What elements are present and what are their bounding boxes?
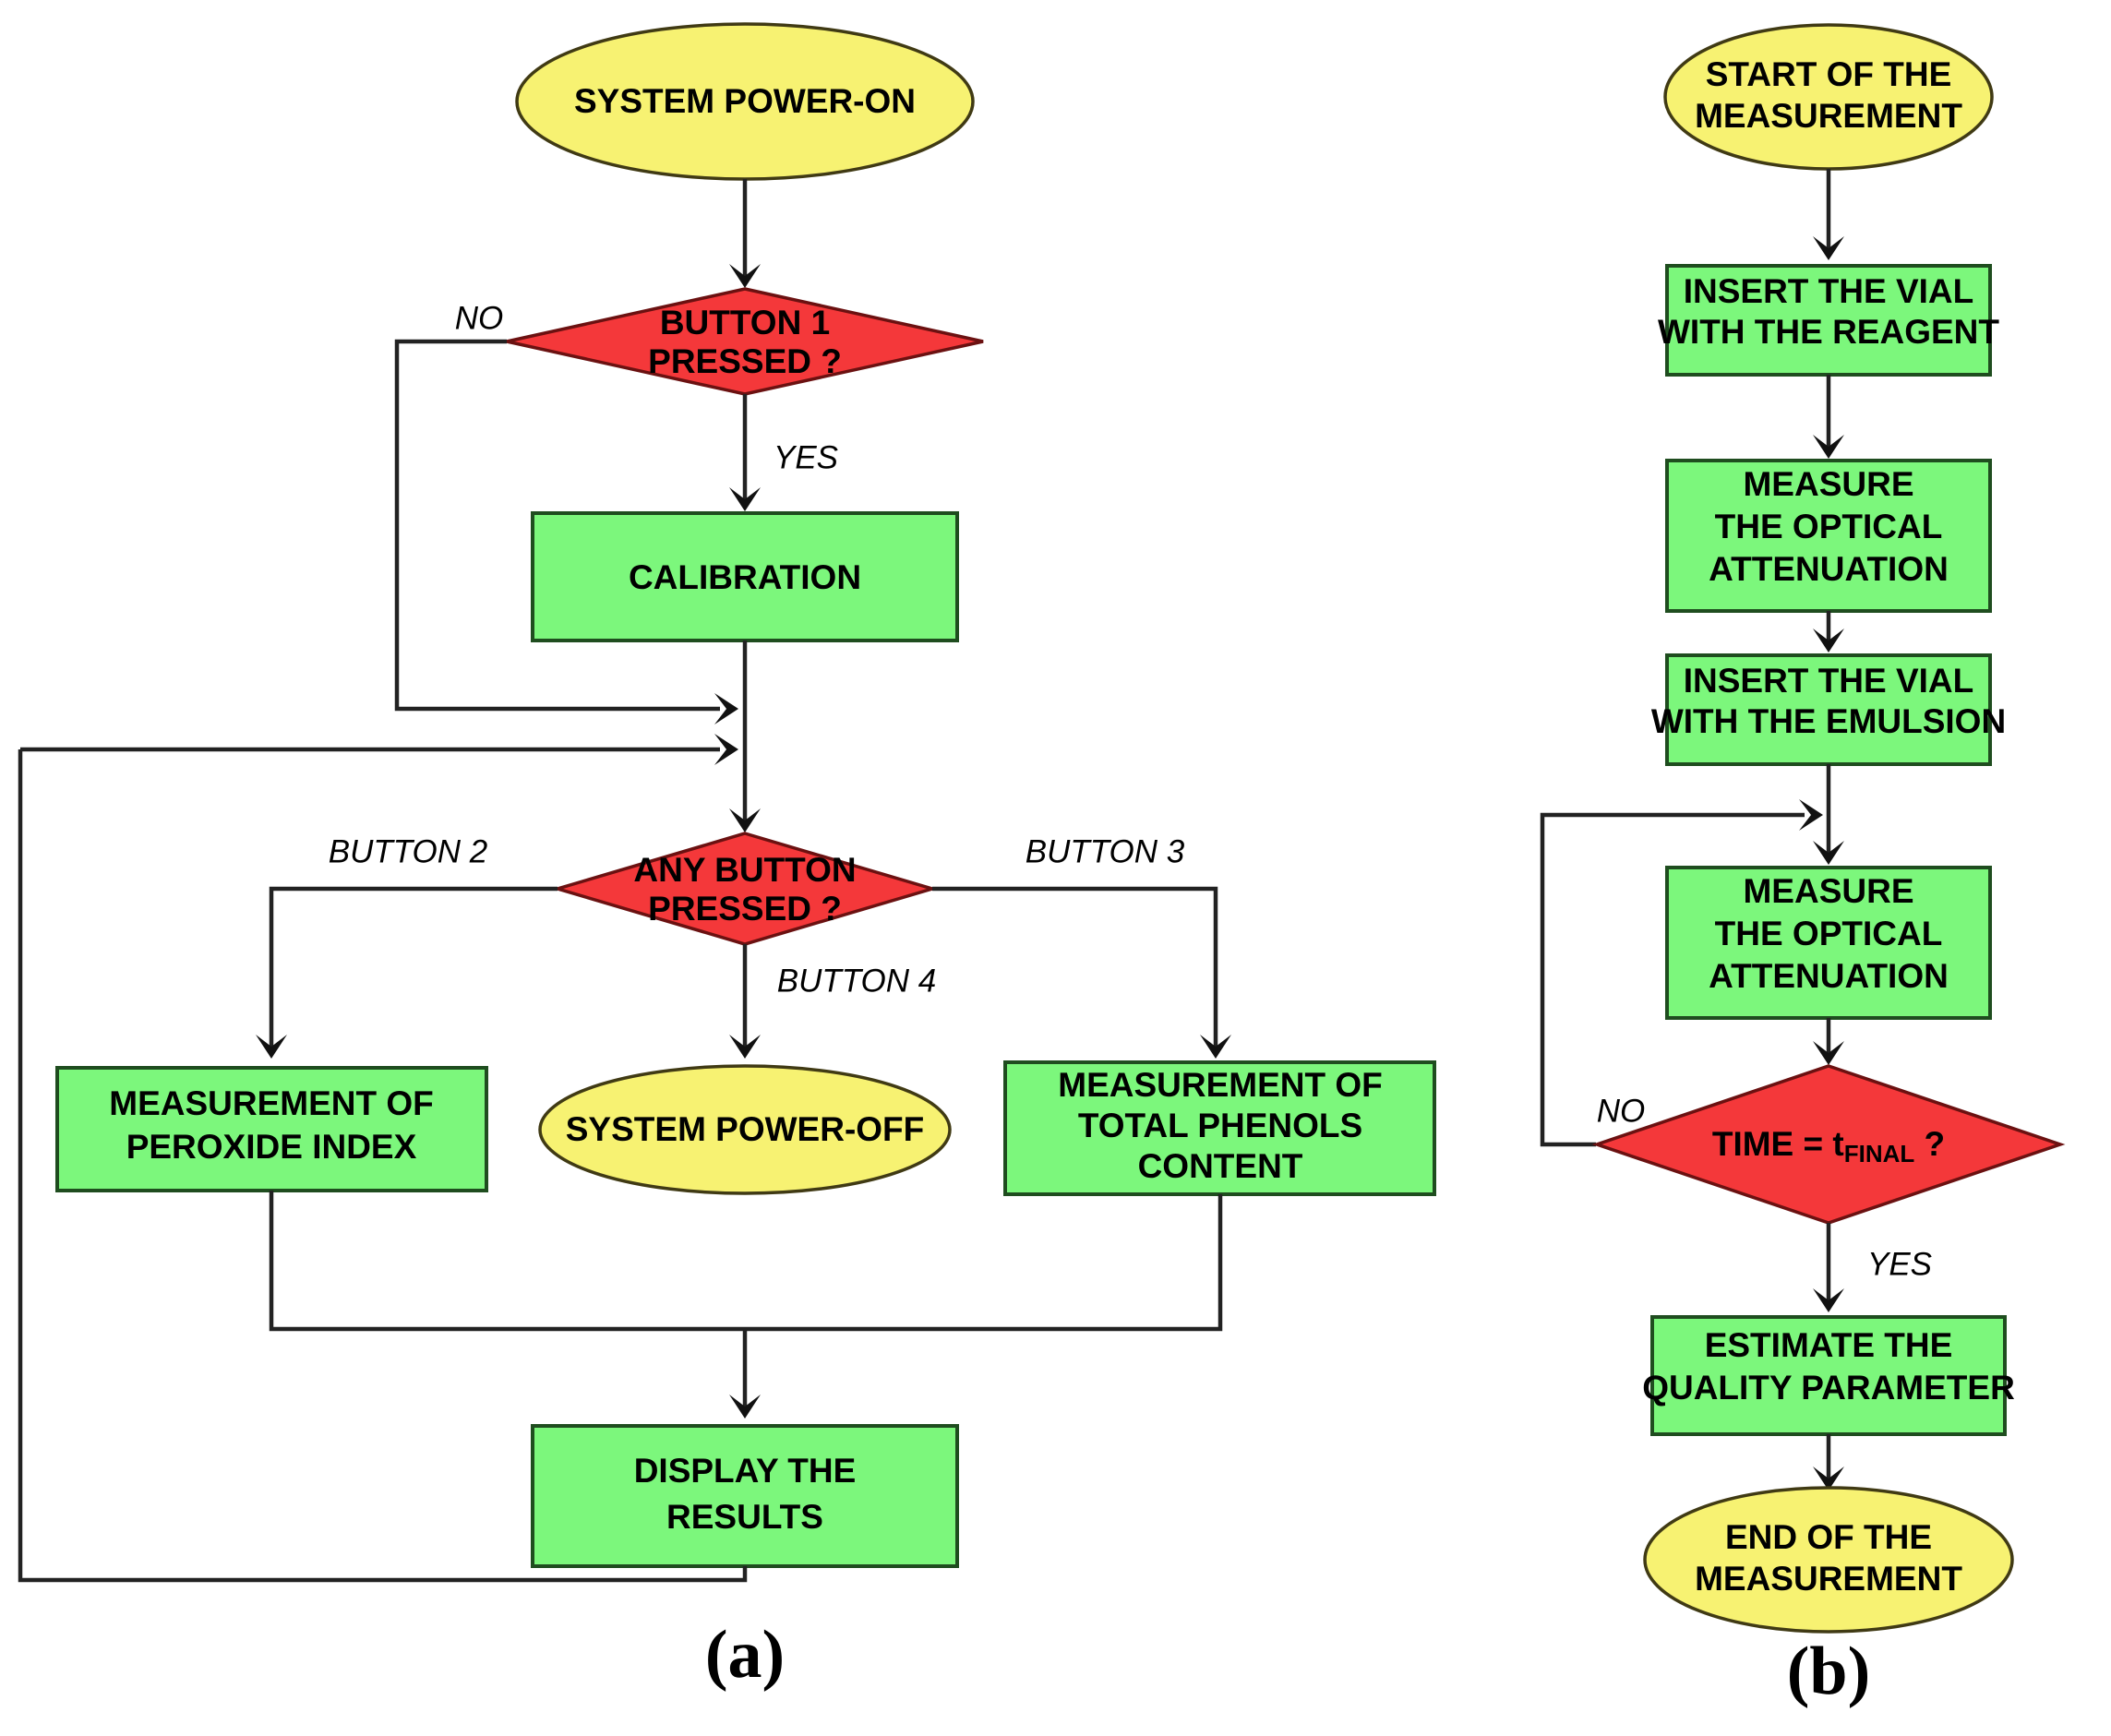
edge-display-return <box>18 749 748 1583</box>
panel-label-a: (a) <box>705 1617 785 1693</box>
node-measure1-line2: THE OPTICAL <box>1715 508 1943 545</box>
node-system-power-off: SYSTEM POWER-OFF <box>538 1064 952 1195</box>
node-display-line1: DISPLAY THE <box>634 1452 857 1490</box>
node-measure2-line2: THE OPTICAL <box>1715 915 1943 952</box>
node-end-line1: END OF THE <box>1725 1518 1932 1556</box>
node-any-button-line1: ANY BUTTON <box>633 851 856 889</box>
node-display-results: DISPLAY THE RESULTS <box>531 1424 959 1568</box>
node-insert-vial-emulsion: INSERT THE VIAL WITH THE EMULSION <box>1651 653 2006 766</box>
node-display-line2: RESULTS <box>666 1498 823 1536</box>
node-measure-attenuation-1: MEASURE THE OPTICAL ATTENUATION <box>1665 459 1992 613</box>
node-end-line2: MEASUREMENT <box>1695 1560 1962 1598</box>
edge-label-button4: BUTTON 4 <box>777 963 936 999</box>
edge-time-no-loop <box>1540 812 1805 1147</box>
node-measure1-line1: MEASURE <box>1743 465 1913 503</box>
node-system-power-off-label: SYSTEM POWER-OFF <box>566 1110 925 1148</box>
node-phenols-measurement: MEASUREMENT OF TOTAL PHENOLS CONTENT <box>1003 1060 1436 1196</box>
edge-label-button2: BUTTON 2 <box>329 833 487 869</box>
node-measure1-line3: ATTENUATION <box>1709 550 1949 588</box>
node-calibration-label: CALIBRATION <box>629 558 861 596</box>
node-phenols-line1: MEASUREMENT OF <box>1058 1066 1383 1104</box>
edge-button3 <box>932 886 1218 1052</box>
node-any-button-decision: ANY BUTTON PRESSED ? <box>551 832 939 946</box>
node-time-final-decision: TIME = tFINAL ? <box>1591 1064 2066 1225</box>
node-peroxide-measurement: MEASUREMENT OF PEROXIDE INDEX <box>55 1066 488 1192</box>
node-start-line2: MEASUREMENT <box>1695 97 1962 135</box>
node-measure2-line1: MEASURE <box>1743 872 1913 910</box>
node-any-button-line2: PRESSED ? <box>648 890 842 928</box>
node-measure-attenuation-2: MEASURE THE OPTICAL ATTENUATION <box>1665 866 1992 1020</box>
node-insert-reagent-line1: INSERT THE VIAL <box>1684 272 1974 310</box>
node-estimate-line1: ESTIMATE THE <box>1705 1326 1953 1364</box>
node-time-final-label: TIME = tFINAL ? <box>1712 1125 1945 1167</box>
edge-label-button3: BUTTON 3 <box>1026 833 1185 869</box>
node-phenols-line2: TOTAL PHENOLS <box>1078 1107 1362 1144</box>
node-button1-line1: BUTTON 1 <box>660 304 830 341</box>
edge-label-no-b: NO <box>1597 1093 1646 1129</box>
node-insert-reagent-line2: WITH THE REAGENT <box>1658 313 1999 351</box>
node-time-final-suffix: ? <box>1914 1125 1945 1163</box>
node-end-measurement: END OF THE MEASUREMENT <box>1643 1486 2014 1634</box>
node-time-final-prefix: TIME = t <box>1712 1125 1844 1163</box>
node-insert-vial-reagent: INSERT THE VIAL WITH THE REAGENT <box>1658 264 1999 377</box>
edge-measurements-join <box>269 1191 1223 1332</box>
node-calibration: CALIBRATION <box>531 511 959 642</box>
node-measure2-line3: ATTENUATION <box>1709 957 1949 995</box>
edge-label-no-a: NO <box>455 300 504 336</box>
edge-label-yes-b: YES <box>1867 1246 1932 1282</box>
edge-button1-no <box>394 339 720 712</box>
node-button1-line2: PRESSED ? <box>648 342 842 380</box>
edge-button2 <box>269 886 558 1052</box>
node-start-measurement: START OF THE MEASUREMENT <box>1663 23 1994 171</box>
node-system-power-on: SYSTEM POWER-ON <box>515 22 975 181</box>
edge-label-yes-a: YES <box>774 439 838 475</box>
node-time-final-subscript: FINAL <box>1844 1140 1915 1167</box>
node-peroxide-line2: PEROXIDE INDEX <box>126 1128 417 1166</box>
node-estimate-quality: ESTIMATE THE QUALITY PARAMETER <box>1642 1315 2015 1436</box>
panel-label-b: (b) <box>1787 1634 1870 1709</box>
node-start-line1: START OF THE <box>1706 55 1952 93</box>
node-system-power-on-label: SYSTEM POWER-ON <box>574 82 916 120</box>
node-insert-emulsion-line2: WITH THE EMULSION <box>1651 702 2006 740</box>
node-button1-decision: BUTTON 1 PRESSED ? <box>506 287 984 396</box>
node-peroxide-line1: MEASUREMENT OF <box>109 1084 434 1122</box>
node-phenols-line3: CONTENT <box>1138 1147 1303 1185</box>
node-insert-emulsion-line1: INSERT THE VIAL <box>1684 662 1974 700</box>
node-estimate-line2: QUALITY PARAMETER <box>1642 1369 2015 1407</box>
